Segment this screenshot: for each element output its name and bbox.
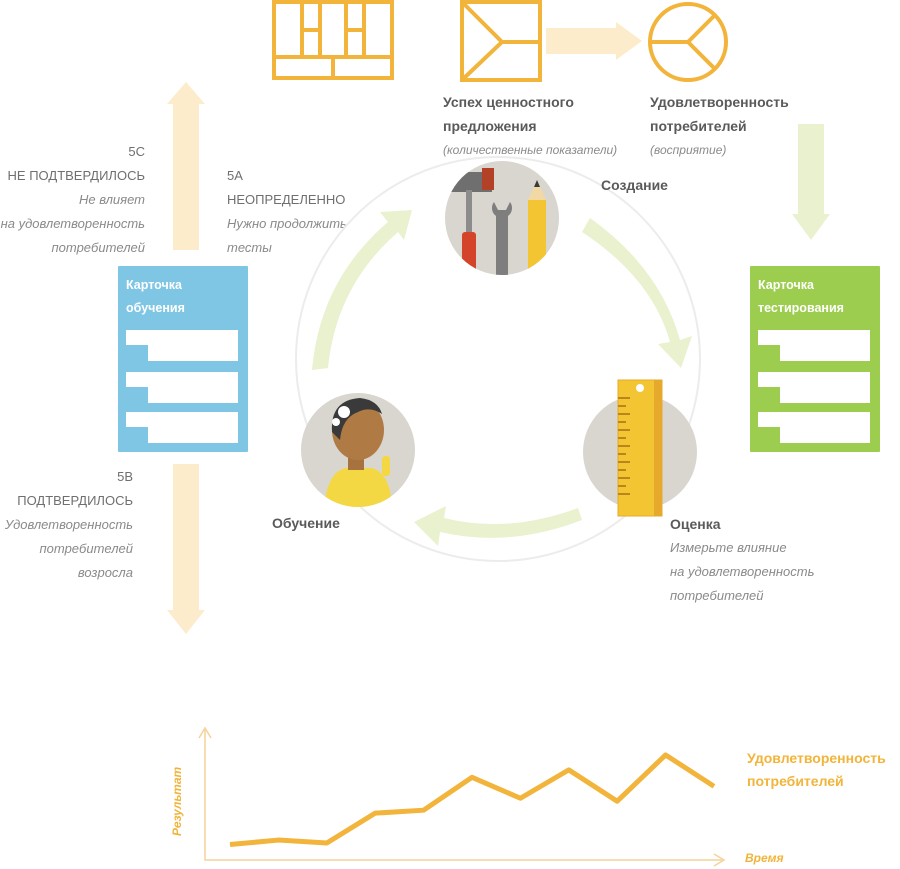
value-proposition-title: Успех ценностного предложения	[443, 94, 574, 134]
branch-5c-line: на удовлетворенность	[0, 216, 145, 231]
build-measure-learn-cycle	[295, 156, 701, 562]
measure-line: Измерьте влияние	[670, 540, 787, 555]
arrow-right-icon	[546, 22, 646, 62]
satisfaction-chart: Результат Время Удовлетворенность потреб…	[0, 700, 900, 869]
branch-5b-line: потребителей	[39, 541, 134, 556]
test-card: Карточка тестирования	[750, 266, 880, 452]
branch-5c-line: Не влияет	[78, 192, 145, 207]
arrow-down-icon	[167, 464, 207, 636]
build-label: Создание	[601, 177, 668, 193]
template-grid-icon	[272, 0, 394, 80]
branch-5a-status: НЕОПРЕДЕЛЕННО	[227, 192, 346, 207]
x-axis-arrowhead	[713, 853, 726, 867]
measure-line: на удовлетворенность	[670, 564, 815, 579]
branch-5b-code: 5B	[117, 469, 133, 484]
arrow-down-icon	[792, 124, 832, 242]
measure-label: Оценка	[670, 516, 721, 532]
branch-5c-line: потребителей	[51, 240, 146, 255]
branch-5a-code: 5A	[227, 168, 243, 183]
chart-legend: Удовлетворенность потребителей	[747, 747, 900, 793]
customer-satisfaction-subtitle: (восприятие)	[650, 143, 727, 157]
branch-5b-line: возросла	[77, 565, 133, 580]
customer-pie-icon	[646, 0, 730, 84]
value-proposition-subtitle: (количественные показатели)	[443, 143, 618, 157]
branch-5b-status: ПОДТВЕРДИЛОСЬ	[17, 493, 133, 508]
branch-5c-code: 5C	[128, 144, 145, 159]
chart-series-name: Удовлетворенность потребителей	[747, 750, 886, 789]
y-axis	[204, 730, 722, 861]
branch-5b-line: Удовлетворенность	[4, 517, 133, 532]
measure-line: потребителей	[670, 588, 764, 603]
chart-x-label: Время	[745, 851, 784, 865]
arrow-up-icon	[167, 82, 207, 252]
branch-5a-line: тесты	[227, 240, 272, 255]
learn-label: Обучение	[272, 515, 340, 531]
ruler-icon	[580, 379, 700, 517]
value-proposition-icon	[460, 0, 542, 82]
branch-5a-line: Нужно продолжить	[227, 216, 347, 231]
learning-card-title: Карточка обучения	[126, 278, 185, 315]
chart-y-label: Результат	[170, 766, 184, 836]
branch-5c-status: НЕ ПОДТВЕРДИЛОСЬ	[7, 168, 145, 183]
thinking-person-icon	[300, 392, 420, 512]
y-axis-arrowhead	[198, 726, 212, 739]
customer-satisfaction-title: Удовлетворенность потребителей	[650, 94, 789, 134]
learning-card: Карточка обучения	[118, 266, 248, 452]
test-card-title: Карточка тестирования	[758, 278, 844, 315]
tools-icon	[442, 160, 562, 280]
series-line	[229, 752, 716, 848]
